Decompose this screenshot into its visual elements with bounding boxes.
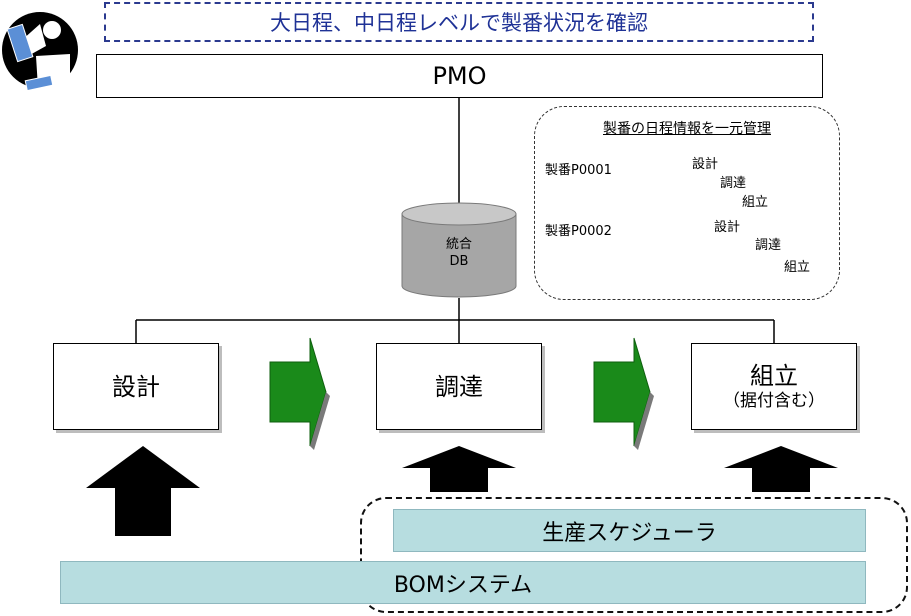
task-p0002-assembly: 組立 <box>784 260 811 275</box>
process-assembly-label: 組立 <box>750 361 798 390</box>
task-p0002-design: 設計 <box>714 220 741 235</box>
order-label-p0002: 製番P0002 <box>545 224 612 239</box>
db-label-line1: 統合 <box>445 237 472 252</box>
process-assembly: 組立 （据付含む） <box>691 343 857 430</box>
task-p0001-assembly: 組立 <box>742 195 769 210</box>
up-arrow-procure <box>402 446 516 492</box>
schedule-info-panel <box>534 106 840 300</box>
objective-banner: 大日程、中日程レベルで製番状況を確認 <box>104 2 814 42</box>
process-design: 設計 <box>53 343 219 430</box>
up-arrow-assembly <box>724 446 838 492</box>
db-label: 統合 DB <box>402 236 516 270</box>
schedule-info-title: 製番の日程情報を一元管理 <box>603 121 771 137</box>
process-design-label: 設計 <box>112 372 160 401</box>
db-label-line2: DB <box>449 254 469 269</box>
task-p0001-design: 設計 <box>692 157 719 172</box>
task-p0001-procure: 調達 <box>720 176 747 191</box>
pmo-box: PMO <box>96 54 823 98</box>
order-label-p0001: 製番P0001 <box>545 163 612 178</box>
up-arrow-design <box>86 446 200 536</box>
process-assembly-sub: （据付含む） <box>723 390 825 411</box>
person-with-tablet-icon <box>2 12 78 92</box>
process-procure-label: 調達 <box>435 372 483 401</box>
task-p0002-procure: 調達 <box>755 238 782 253</box>
process-procure: 調達 <box>376 343 542 430</box>
database-icon <box>401 202 517 298</box>
bom-system-bar: BOMシステム <box>60 561 866 604</box>
scheduler-bar: 生産スケジューラ <box>393 509 866 552</box>
systems-group-outline <box>360 497 908 613</box>
